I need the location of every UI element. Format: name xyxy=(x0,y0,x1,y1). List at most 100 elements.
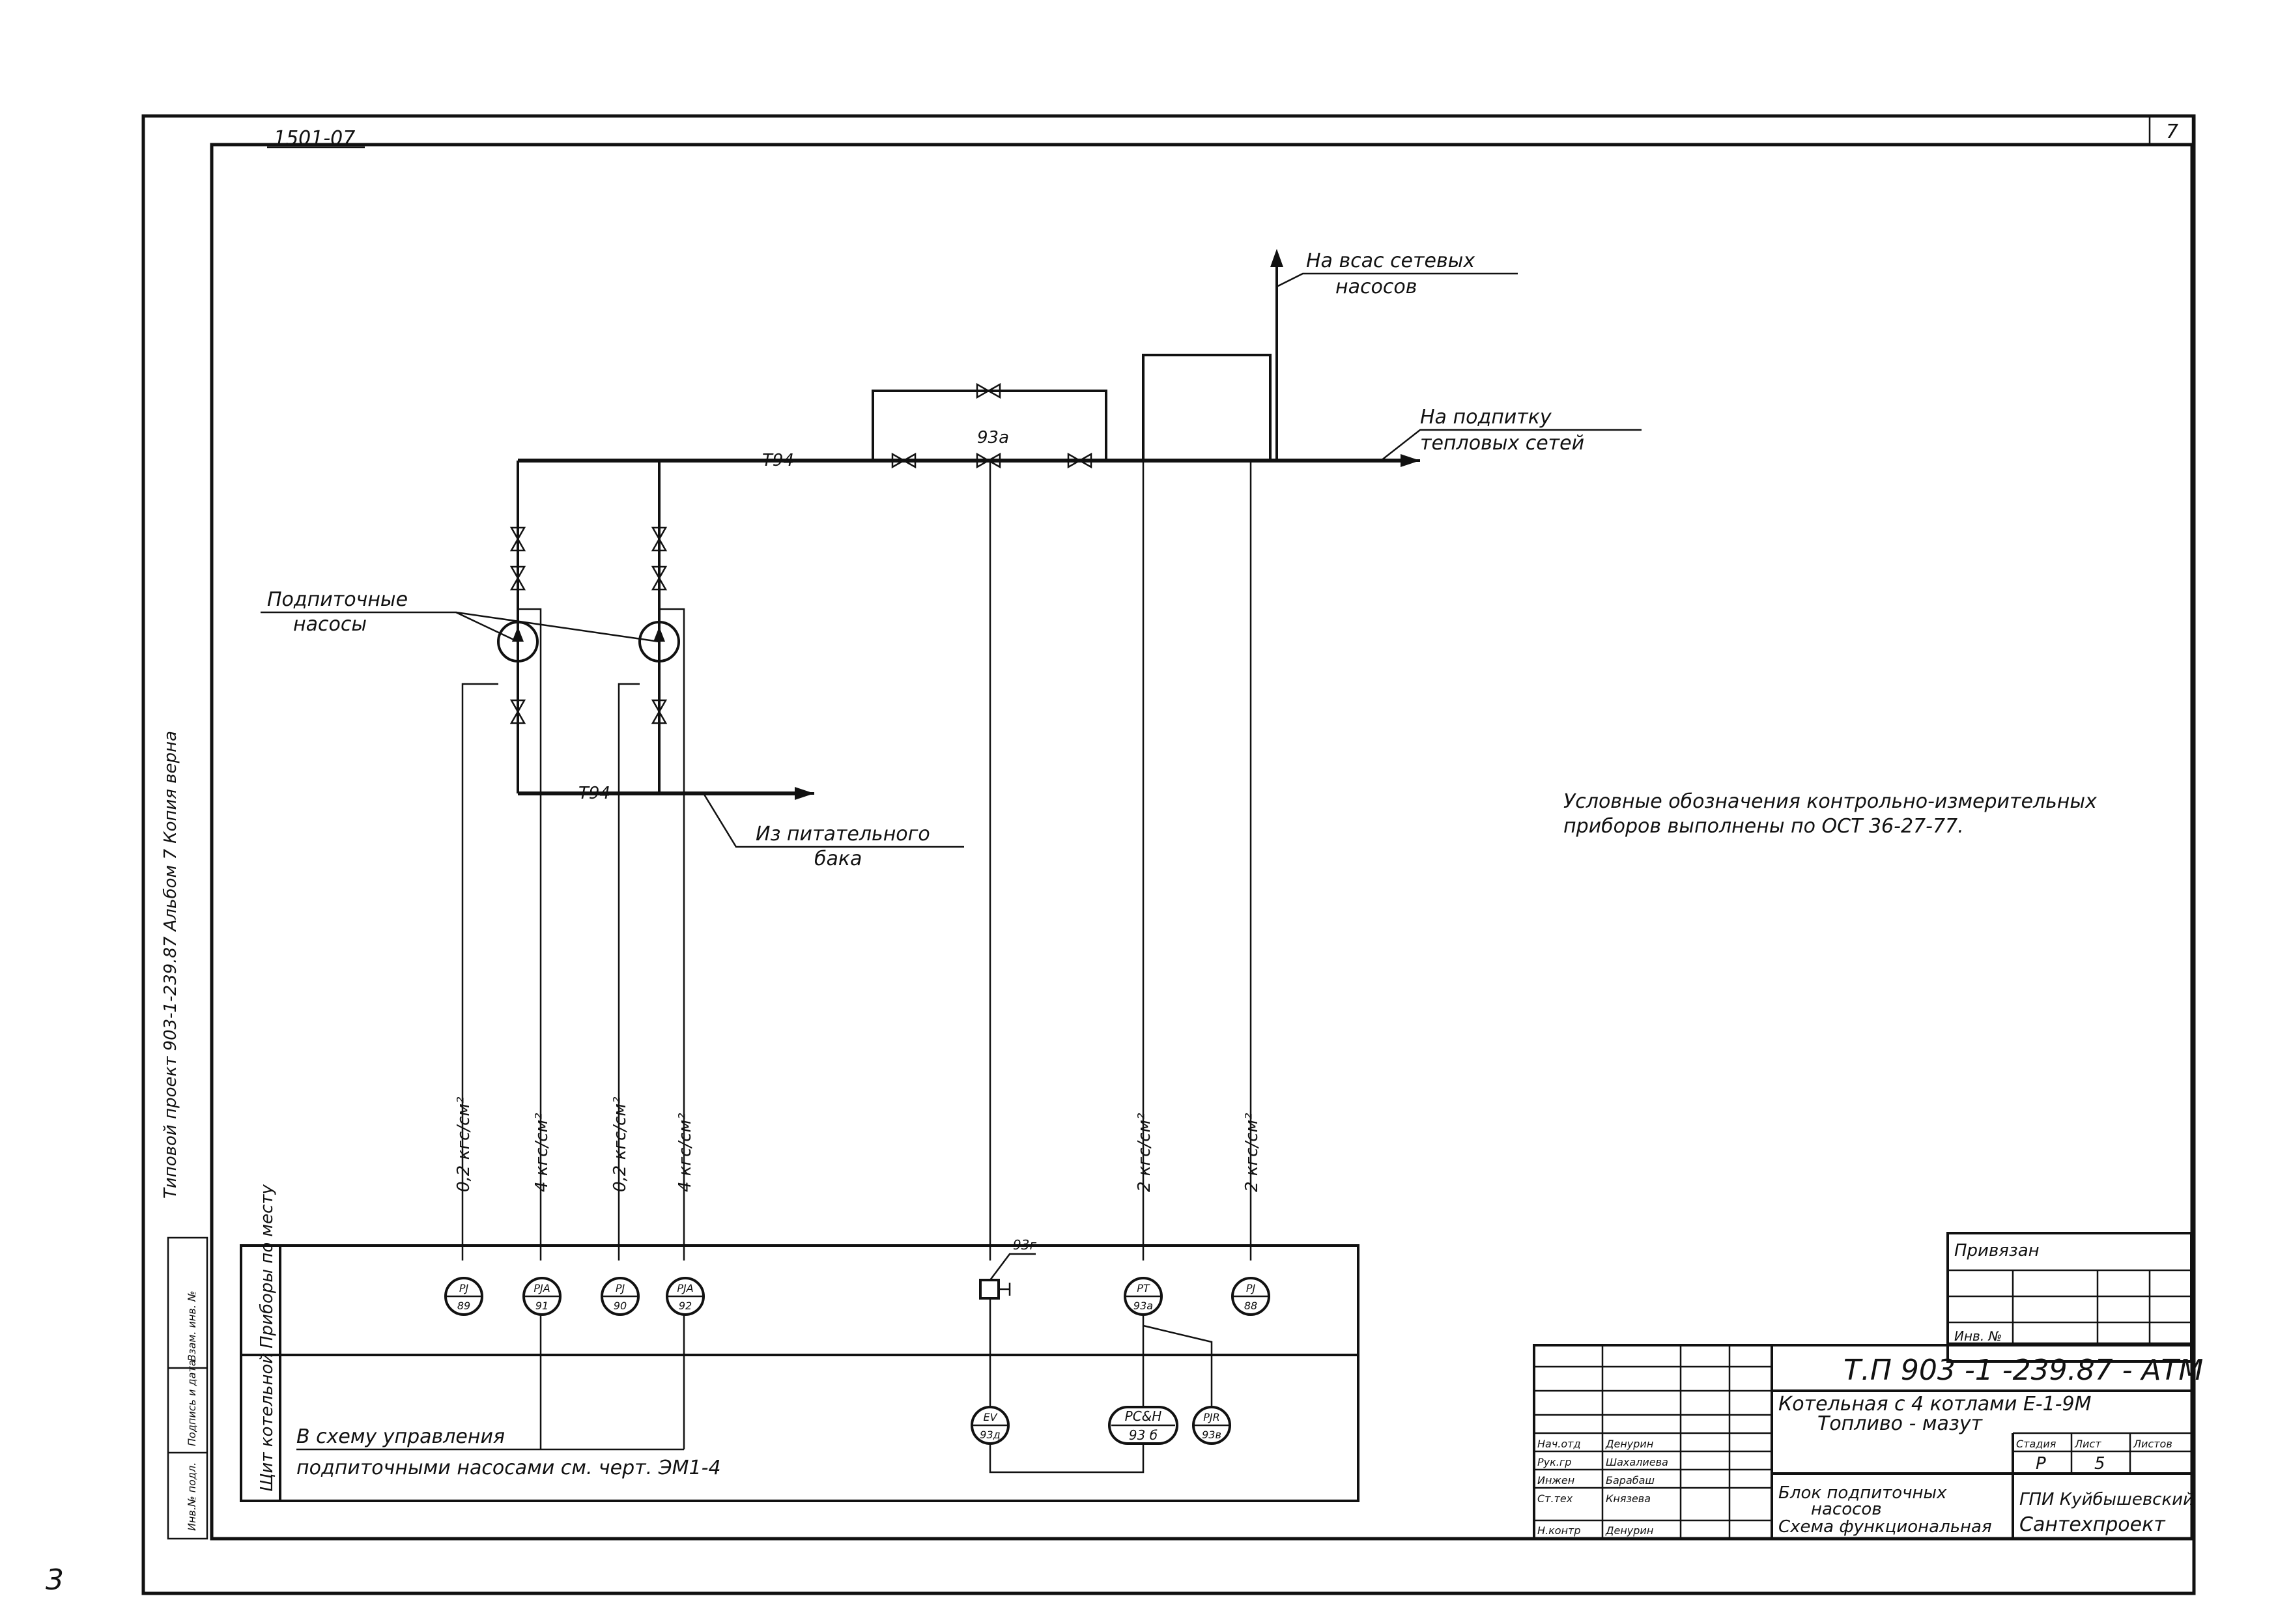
svg-text:PJ: PJ xyxy=(616,1282,625,1294)
role-2: Инжен xyxy=(1537,1474,1574,1487)
impulse-lines xyxy=(461,461,1252,1261)
actuator-icon xyxy=(979,1279,1000,1300)
svg-text:93а: 93а xyxy=(1133,1300,1153,1312)
project-fuel: Топливо - мазут xyxy=(1817,1412,1984,1435)
line-label-t94-bottom: Т94 xyxy=(578,784,610,803)
org-1: ГПИ Куйбышевский xyxy=(2019,1490,2194,1509)
role-0: Нач.отд xyxy=(1537,1438,1581,1450)
impulse-label: 4 кгс/см² xyxy=(532,1113,552,1192)
local-instruments: PJ 89 PJA 91 PJ 90 PJA 92 PT 93а xyxy=(444,1277,1270,1316)
impulse-label: 0,2 кгс/см² xyxy=(610,1097,630,1192)
svg-text:91: 91 xyxy=(535,1300,548,1312)
doc-number: 1501-07 xyxy=(274,127,355,150)
margin-note: Типовой проект 903-1-239.87 Альбом 7 Коп… xyxy=(161,731,180,1199)
pumps-label: Подпиточные xyxy=(267,588,408,611)
name-0: Денурин xyxy=(1605,1438,1653,1450)
left-strip xyxy=(167,1236,208,1540)
line-label-t94-top: Т94 xyxy=(762,451,794,470)
strip-replace: Взам. инв. № xyxy=(186,1290,198,1361)
svg-text:88: 88 xyxy=(1244,1300,1257,1312)
bound-label: Привязан xyxy=(1954,1241,2040,1261)
pump-icons xyxy=(497,621,680,662)
pump-icon xyxy=(497,621,539,662)
svg-text:92: 92 xyxy=(679,1300,692,1312)
svg-text:PC&H: PC&H xyxy=(1125,1408,1162,1424)
instrument-table xyxy=(240,1244,1359,1502)
svg-text:90: 90 xyxy=(614,1300,627,1312)
valve-icon xyxy=(651,526,668,552)
instrument-pjr-93v: PJR 93в xyxy=(1192,1406,1231,1445)
impulse-label: 2 кгс/см² xyxy=(1242,1113,1262,1192)
from-tank-label-2: бака xyxy=(814,848,862,870)
drawing-title-2: насосов xyxy=(1811,1500,1882,1519)
page-mark: 3 xyxy=(46,1563,64,1597)
to-suction-label-2: насосов xyxy=(1335,276,1417,298)
valve-icon xyxy=(509,565,526,591)
role-1: Рук.гр xyxy=(1537,1456,1571,1468)
instrument-pj-88: PJ 88 xyxy=(1231,1277,1270,1316)
svg-text:89: 89 xyxy=(457,1300,470,1312)
bound-box: Привязан Инв. № xyxy=(1946,1232,2193,1363)
drawing-title-3: Схема функциональная xyxy=(1778,1517,1992,1537)
svg-text:PT: PT xyxy=(1137,1282,1150,1294)
org-2: Сантехпроект xyxy=(2019,1513,2166,1536)
valves xyxy=(509,382,1092,724)
valve-icon xyxy=(891,452,917,469)
document-code: Т.П 903 -1 -239.87 - АТМ xyxy=(1843,1354,2203,1387)
sheets-header: Листов xyxy=(2133,1438,2172,1450)
pump-icon xyxy=(638,621,680,662)
valve-icon xyxy=(509,699,526,724)
actuator-tag: 93г xyxy=(1013,1237,1036,1253)
to-makeup-label: На подпитку xyxy=(1420,406,1552,429)
name-4: Денурин xyxy=(1605,1524,1653,1537)
svg-text:EV: EV xyxy=(983,1411,997,1423)
pumps-label-2: насосы xyxy=(293,613,367,636)
svg-text:PJ: PJ xyxy=(459,1282,469,1294)
row-local: Приборы по месту xyxy=(257,1184,277,1348)
sheet-value: 5 xyxy=(2094,1454,2105,1474)
to-control-label-2: подпиточными насосами см. черт. ЭМ1-4 xyxy=(296,1457,721,1479)
valve-icon xyxy=(651,699,668,724)
from-tank-label: Из питательного xyxy=(756,823,930,846)
valve-icon xyxy=(976,452,1001,469)
drawing-title-1: Блок подпиточных xyxy=(1778,1483,1947,1503)
row-panel: Щит котельной xyxy=(257,1353,277,1492)
instrument-pch-93b: PC&H 93 б xyxy=(1108,1406,1178,1445)
note-line-1: Условные обозначения контрольно-измерите… xyxy=(1563,790,2097,813)
sheet-header: Лист xyxy=(2074,1438,2101,1450)
name-1: Шахалиева xyxy=(1606,1456,1668,1468)
svg-text:93в: 93в xyxy=(1202,1429,1221,1441)
project-name: Котельная с 4 котлами Е-1-9М xyxy=(1778,1393,2092,1416)
instrument-pt-93a: PT 93а xyxy=(1124,1277,1163,1316)
sheet-number: 7 xyxy=(2166,121,2178,143)
stage-value: Р xyxy=(2036,1454,2046,1474)
instrument-pja-92: PJA 92 xyxy=(666,1277,705,1316)
valve-icon xyxy=(1067,452,1092,469)
impulse-label: 0,2 кгс/см² xyxy=(454,1097,474,1192)
valve-icon xyxy=(651,565,668,591)
role-4: Н.контр xyxy=(1537,1524,1581,1537)
instrument-pj-90: PJ 90 xyxy=(601,1277,640,1316)
note-line-2: приборов выполнены по ОСТ 36-27-77. xyxy=(1563,815,1964,838)
instrument-pj-89: PJ 89 xyxy=(444,1277,483,1316)
pipe-network xyxy=(261,249,1642,848)
svg-text:93 б: 93 б xyxy=(1129,1427,1158,1443)
svg-text:93д: 93д xyxy=(980,1429,1000,1441)
inner-frame xyxy=(210,143,2194,1541)
valve-tag: 93а xyxy=(977,428,1009,448)
strip-sign: Подпись и дата xyxy=(186,1360,198,1446)
svg-text:PJ: PJ xyxy=(1246,1282,1256,1294)
inv-label: Инв. № xyxy=(1954,1328,2002,1344)
panel-instruments: EV 93д PC&H 93 б PJR 93в xyxy=(971,1298,1231,1474)
role-3: Ст.тех xyxy=(1537,1492,1573,1505)
sheet-number-box xyxy=(2148,115,2194,146)
to-suction-label: На всас сетевых xyxy=(1306,249,1475,272)
valve-icon xyxy=(976,382,1001,399)
stage-header: Стадия xyxy=(2016,1438,2056,1450)
valve-icon xyxy=(509,526,526,552)
svg-text:PJA: PJA xyxy=(677,1282,693,1294)
impulse-label: 2 кгс/см² xyxy=(1135,1113,1154,1192)
impulse-label: 4 кгс/см² xyxy=(676,1113,695,1192)
